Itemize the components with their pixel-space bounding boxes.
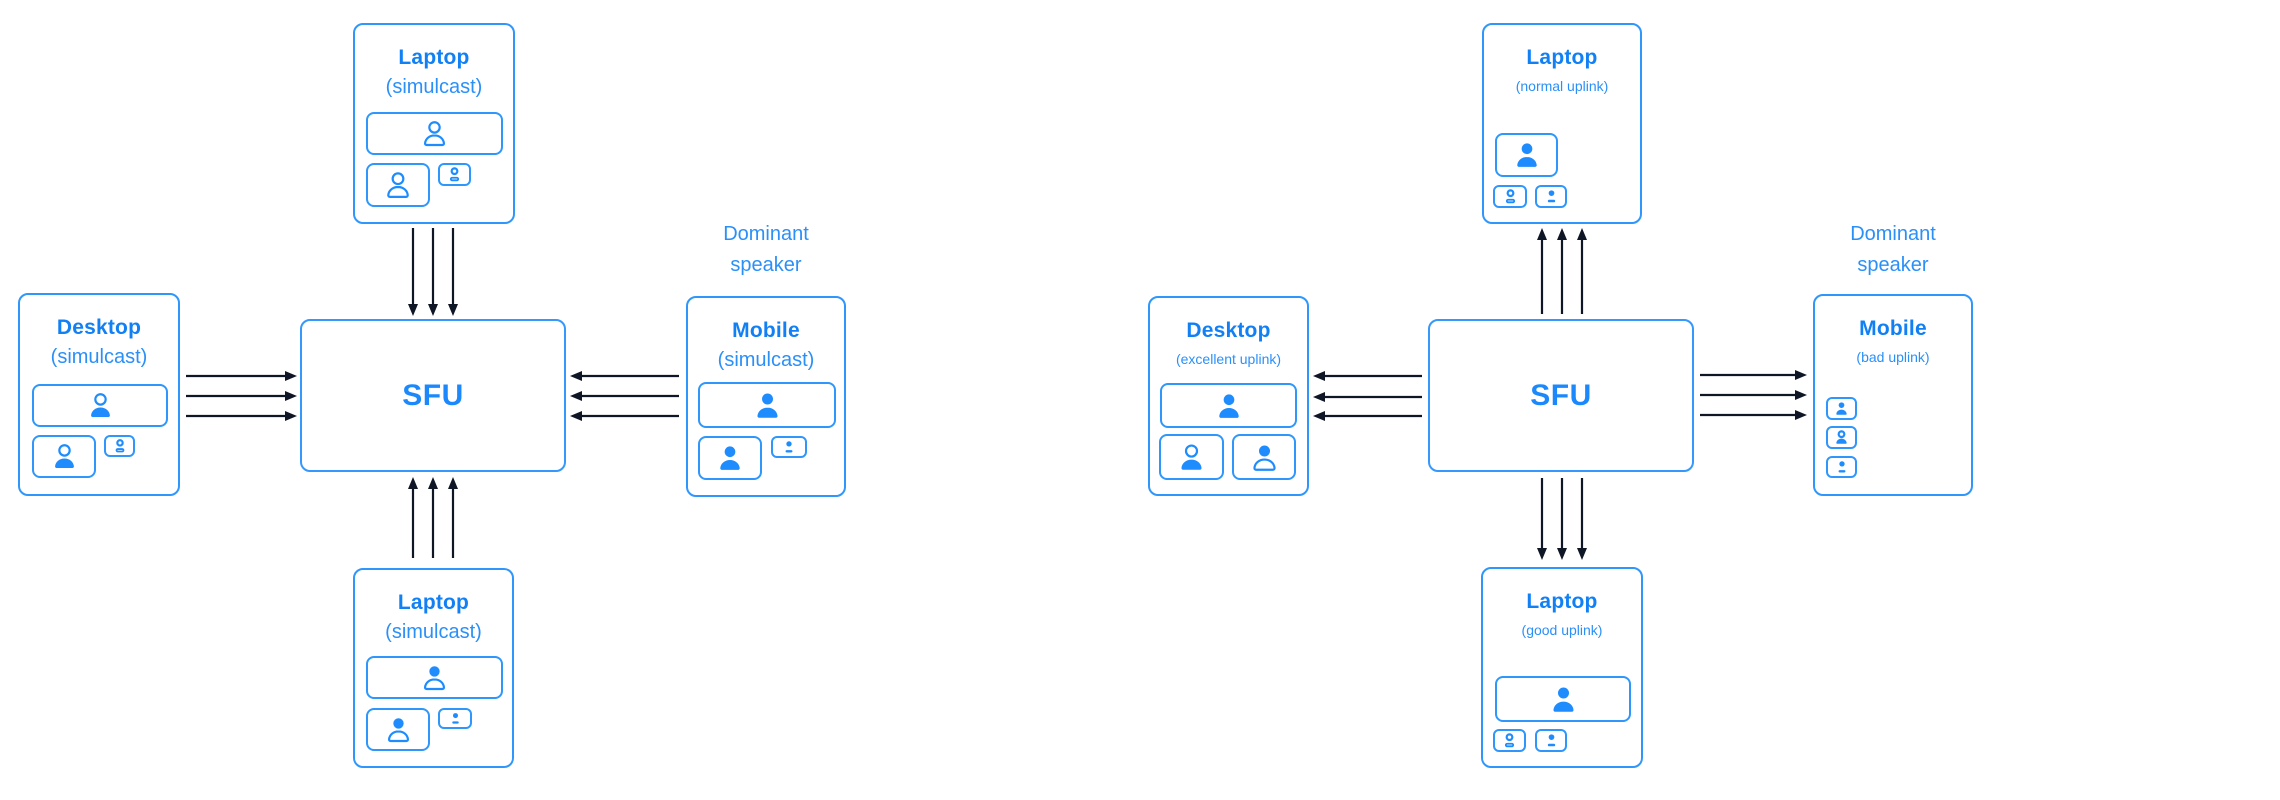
device-title: Laptop	[398, 46, 470, 69]
person-icon	[419, 666, 450, 693]
person-icon	[1838, 461, 1845, 473]
device-subtitle: (bad uplink)	[1856, 349, 1930, 365]
video-tile	[438, 163, 471, 186]
device-title: Laptop	[397, 591, 470, 614]
video-tile	[1493, 185, 1527, 208]
person-icon	[54, 441, 74, 468]
video-tile	[698, 382, 836, 428]
sfu-label: SFU	[402, 378, 464, 412]
person-icon	[446, 166, 463, 183]
device-title: Mobile	[732, 319, 800, 342]
video-tile	[1495, 676, 1631, 722]
person-icon	[720, 446, 740, 470]
video-tile	[104, 435, 135, 457]
person-icon	[1248, 445, 1281, 474]
dominant-speaker-label: Dominant speaker	[723, 223, 809, 276]
person-icon	[451, 713, 459, 724]
device-subtitle: (good uplink)	[1521, 622, 1603, 638]
dominant-speaker-label: Dominant speaker	[1850, 223, 1936, 276]
video-tile	[366, 708, 430, 751]
device-box-desktop: Desktop (excellent uplink)	[1148, 296, 1309, 496]
sfu-label: SFU	[1530, 378, 1592, 412]
person-icon	[756, 393, 778, 418]
person-icon	[1501, 732, 1518, 749]
video-tile	[32, 435, 96, 478]
person-icon	[1502, 188, 1519, 205]
sfu-box: SFU	[1428, 319, 1694, 472]
sfu-box: SFU	[300, 319, 566, 472]
device-box-mobile: Mobile (simulcast)	[686, 296, 846, 497]
video-tile	[1826, 426, 1857, 449]
person-icon	[1181, 441, 1202, 470]
person-icon	[112, 438, 128, 454]
device-title: Laptop	[1526, 590, 1598, 613]
person-icon	[1836, 402, 1847, 415]
video-tile	[1493, 729, 1526, 752]
device-box-laptop-top: Laptop (simulcast)	[353, 23, 515, 224]
person-icon	[90, 390, 110, 417]
device-title: Laptop	[1526, 46, 1598, 69]
person-icon	[1836, 429, 1847, 444]
person-icon	[419, 118, 450, 149]
device-box-mobile: Mobile (bad uplink)	[1813, 294, 1973, 496]
device-box-laptop-top: Laptop (normal uplink)	[1482, 23, 1642, 224]
device-subtitle: (normal uplink)	[1515, 78, 1609, 94]
video-tile	[32, 384, 168, 427]
device-subtitle: (simulcast)	[50, 346, 148, 368]
person-icon	[1218, 393, 1239, 418]
device-title: Desktop	[1186, 319, 1271, 342]
video-tile	[1160, 383, 1297, 428]
video-tile	[1232, 434, 1296, 480]
video-tile	[1826, 397, 1857, 420]
video-tile	[438, 708, 472, 729]
video-tile	[366, 112, 503, 155]
video-tile	[1826, 456, 1857, 478]
video-tile	[1159, 434, 1224, 480]
video-tile	[698, 436, 762, 480]
video-tile	[366, 656, 503, 699]
device-title: Desktop	[56, 316, 142, 339]
device-subtitle: (excellent uplink)	[1175, 351, 1282, 367]
person-icon	[1547, 734, 1555, 747]
device-title: Mobile	[1859, 317, 1927, 340]
person-icon	[785, 441, 793, 453]
device-box-desktop: Desktop (simulcast)	[18, 293, 180, 496]
person-icon	[1547, 190, 1555, 203]
device-subtitle: (simulcast)	[385, 76, 483, 98]
video-tile	[771, 436, 807, 458]
device-box-laptop-bottom: Laptop (simulcast)	[353, 568, 514, 768]
person-icon	[1552, 687, 1574, 712]
device-subtitle: (simulcast)	[717, 349, 815, 371]
person-icon	[383, 718, 414, 745]
device-box-laptop-bottom: Laptop (good uplink)	[1481, 567, 1643, 768]
device-subtitle: (simulcast)	[385, 621, 482, 643]
video-tile	[1495, 133, 1558, 177]
person-icon	[382, 169, 414, 201]
person-icon	[1516, 143, 1537, 167]
video-tile	[366, 163, 430, 207]
video-tile	[1535, 185, 1567, 208]
video-tile	[1535, 729, 1567, 752]
